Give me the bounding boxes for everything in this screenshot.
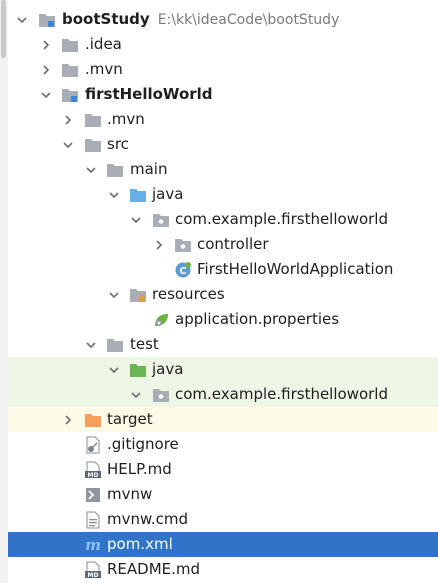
tree-item-application-properties[interactable]: application.properties [8, 307, 438, 332]
package-icon [152, 386, 170, 403]
chevron-right-icon[interactable] [60, 107, 76, 132]
folder-icon [84, 111, 102, 128]
tree-item-label: com.example.firsthelloworld [175, 210, 388, 228]
svg-text:C: C [179, 266, 186, 277]
markdown-file-icon: MD [84, 461, 102, 479]
tree-item-test-package[interactable]: com.example.firsthelloworld [8, 382, 438, 407]
tree-item-gitignore[interactable]: .gitignore [8, 432, 438, 457]
tree-item-label: com.example.firsthelloworld [175, 385, 388, 403]
tree-item-label: mvnw [107, 485, 153, 503]
tree-item-label: pom.xml [107, 535, 173, 553]
tree-item-label: main [130, 160, 168, 178]
chevron-down-icon[interactable] [38, 82, 54, 107]
resources-folder-icon [129, 286, 147, 303]
folder-icon [84, 136, 102, 153]
tree-item-label: application.properties [175, 310, 340, 328]
spring-boot-class-icon: C [174, 261, 192, 278]
package-icon [152, 211, 170, 228]
tree-item-label: firstHelloWorld [85, 85, 213, 103]
svg-text:MD: MD [88, 572, 99, 579]
scrollbar[interactable] [0, 0, 8, 583]
tree-item-mvnw-cmd[interactable]: mvnw.cmd [8, 507, 438, 532]
excluded-folder-icon [84, 411, 102, 428]
tree-item-application-class[interactable]: C FirstHelloWorldApplication [8, 257, 438, 282]
tree-item-label: java [152, 360, 184, 378]
tree-item-src[interactable]: src [8, 132, 438, 157]
package-icon [174, 236, 192, 253]
chevron-down-icon[interactable] [83, 332, 99, 357]
tree-item-label: mvnw.cmd [107, 510, 189, 528]
chevron-down-icon[interactable] [128, 382, 144, 407]
chevron-down-icon[interactable] [83, 157, 99, 182]
tree-item-target[interactable]: target [8, 407, 438, 432]
folder-icon [106, 161, 124, 178]
module-folder-icon [38, 11, 56, 28]
tree-item-label: resources [152, 285, 225, 303]
tree-item-test[interactable]: test [8, 332, 438, 357]
chevron-down-icon[interactable] [14, 7, 30, 32]
tree-item-pom-xml[interactable]: m pom.xml [8, 532, 438, 557]
tree-item-label: HELP.md [107, 460, 172, 478]
tree-item-help-md[interactable]: MD HELP.md [8, 457, 438, 482]
text-file-icon [84, 511, 102, 528]
tree-item-module-mvn[interactable]: .mvn [8, 107, 438, 132]
chevron-right-icon[interactable] [38, 32, 54, 57]
tree-item-main-java[interactable]: java [8, 182, 438, 207]
test-source-folder-icon [129, 361, 147, 378]
tree-item-label: java [152, 185, 184, 203]
chevron-right-icon[interactable] [38, 57, 54, 82]
tree-item-label: FirstHelloWorldApplication [197, 260, 394, 278]
chevron-down-icon[interactable] [106, 182, 122, 207]
tree-item-label: .mvn [85, 60, 123, 78]
chevron-down-icon[interactable] [128, 207, 144, 232]
source-folder-icon [129, 186, 147, 203]
tree-item-label: controller [197, 235, 269, 253]
tree-item-label: src [107, 135, 129, 153]
chevron-down-icon[interactable] [106, 357, 122, 382]
svg-text:m: m [85, 537, 101, 553]
gitignore-file-icon [84, 436, 102, 453]
tree-item-label: README.md [107, 560, 201, 578]
tree-item-label: test [130, 335, 159, 353]
chevron-down-icon[interactable] [106, 282, 122, 307]
chevron-right-icon[interactable] [60, 407, 76, 432]
chevron-right-icon[interactable] [151, 232, 167, 257]
tree-item-label: .gitignore [107, 435, 179, 453]
tree-item-test-java[interactable]: java [8, 357, 438, 382]
project-path: E:\kk\ideaCode\bootStudy [157, 12, 340, 28]
tree-item-firsthelloworld[interactable]: firstHelloWorld [8, 82, 438, 107]
tree-item-label: target [107, 410, 153, 428]
tree-item-label: .idea [85, 35, 122, 53]
tree-item-label: .mvn [107, 110, 145, 128]
folder-icon [61, 36, 79, 53]
markdown-file-icon: MD [84, 561, 102, 579]
tree-item-controller[interactable]: controller [8, 232, 438, 257]
tree-item-main[interactable]: main [8, 157, 438, 182]
chevron-down-icon[interactable] [60, 132, 76, 157]
module-folder-icon [61, 86, 79, 103]
scrollbar-thumb[interactable] [1, 0, 6, 58]
tree-item-mvn[interactable]: .mvn [8, 57, 438, 82]
spring-properties-icon [152, 311, 170, 328]
tree-item-idea[interactable]: .idea [8, 32, 438, 57]
folder-icon [61, 61, 79, 78]
svg-text:MD: MD [88, 472, 99, 479]
folder-icon [106, 336, 124, 353]
tree-item-mvnw[interactable]: mvnw [8, 482, 438, 507]
shell-file-icon [84, 486, 102, 503]
tree-item-resources[interactable]: resources [8, 282, 438, 307]
tree-item-main-package[interactable]: com.example.firsthelloworld [8, 207, 438, 232]
maven-file-icon: m [84, 536, 102, 553]
tree-item-readme-md[interactable]: MD README.md [8, 557, 438, 582]
